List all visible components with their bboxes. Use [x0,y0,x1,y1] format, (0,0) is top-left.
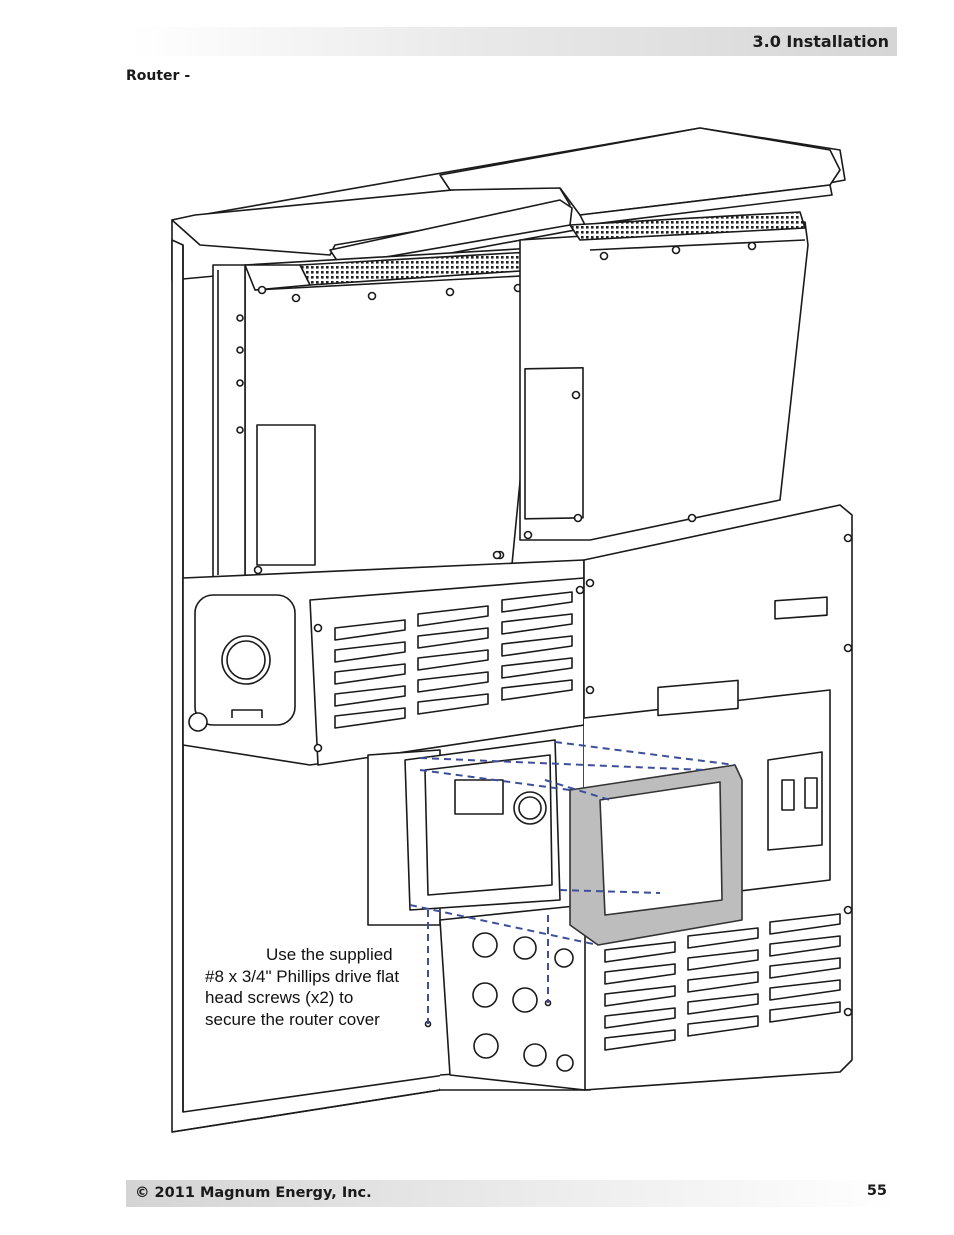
screw-instruction-callout: Use the supplied #8 x 3/4" Phillips driv… [205,944,435,1030]
conduit-box [182,559,585,766]
footer-bar: © 2011 Magnum Energy, Inc. 55 [126,1180,897,1207]
right-inverter-enclosure [492,211,809,560]
callout-line-1: Use the supplied [266,945,393,964]
copyright: © 2011 Magnum Energy, Inc. [135,1185,372,1201]
callout-line-4: secure the router cover [205,1009,380,1029]
page-number: 55 [866,1183,887,1199]
router-heading: Router - [126,68,191,84]
router-installation-illustration [171,127,853,1133]
left-inverter-enclosure [212,247,541,586]
louvers-left [334,591,573,729]
header-bar: 3.0 Installation [130,27,897,56]
section-title: 3.0 Installation [752,32,889,51]
alignment-guides [409,741,736,1024]
callout-line-3: head screws (x2) to [205,988,354,1007]
router-mount [367,739,586,1091]
callout-line-2: #8 x 3/4" Phillips drive flat [205,966,400,986]
louvers-right [604,913,841,1051]
router-cover [569,764,743,946]
